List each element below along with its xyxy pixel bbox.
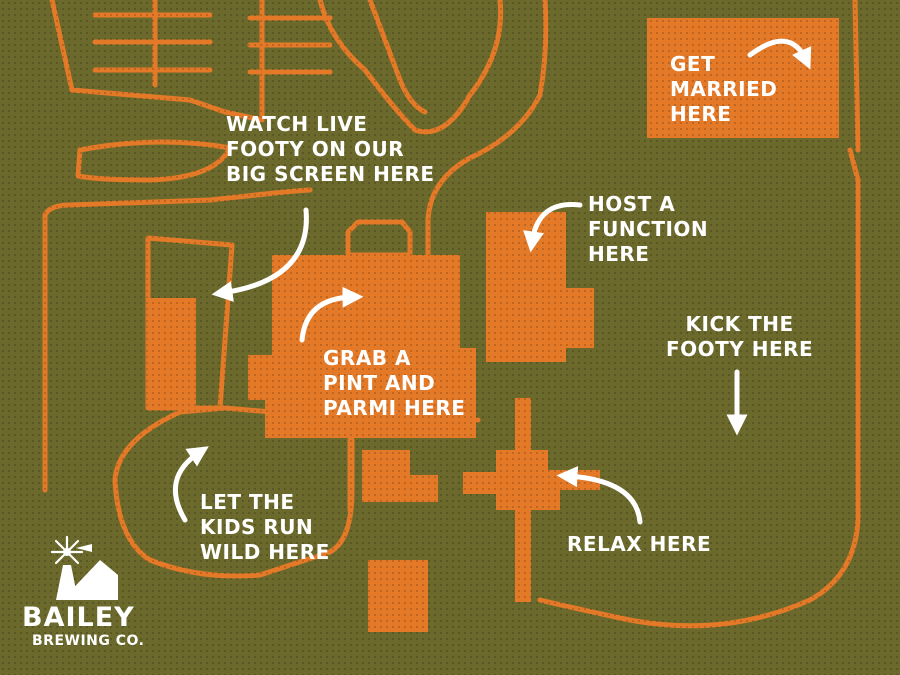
relax-label: RELAX HERE — [567, 532, 712, 556]
curved-arrow-icon — [556, 466, 643, 525]
windmill-barn-icon — [50, 535, 118, 600]
curved-arrow-icon — [299, 286, 364, 343]
arrows — [172, 38, 812, 525]
logo-subtitle: BREWING CO. — [32, 633, 145, 649]
curved-arrow-icon — [172, 446, 209, 523]
curved-arrow-icon — [523, 201, 583, 253]
logo-name: BAILEY — [22, 602, 135, 633]
curved-arrow-icon — [747, 38, 812, 70]
curved-arrow-icon — [211, 207, 309, 302]
